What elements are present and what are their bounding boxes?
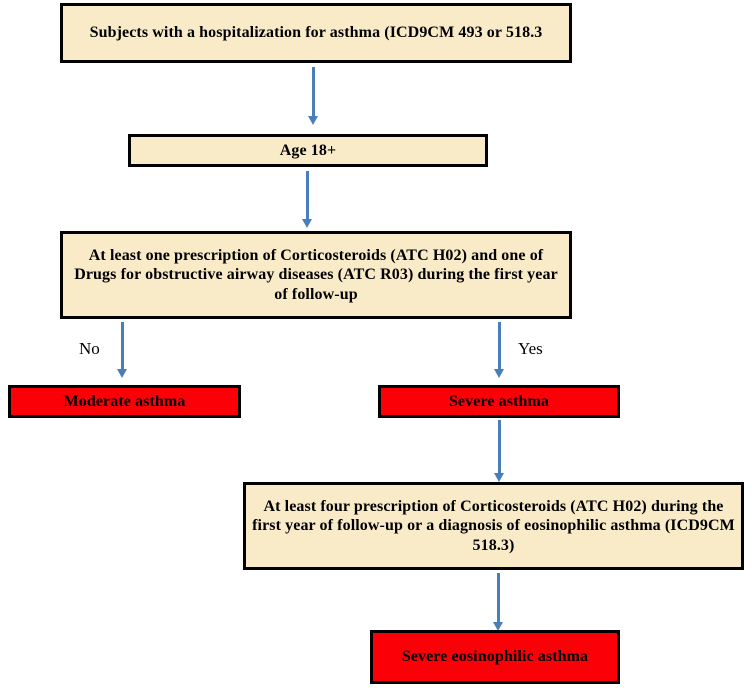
node-severe-asthma-label: Severe asthma xyxy=(448,392,550,410)
arrow-head-icon xyxy=(494,369,504,378)
arrow-stem xyxy=(306,171,309,219)
arrow-cohort-to-age xyxy=(308,67,318,125)
node-rx-criteria-label: At least one prescription of Corticoster… xyxy=(74,246,558,303)
arrow-head-icon xyxy=(308,116,318,125)
edge-label-no: No xyxy=(79,339,100,358)
arrow-rx-to-severe xyxy=(494,322,504,379)
node-age: Age 18+ xyxy=(128,134,488,167)
arrow-head-icon xyxy=(302,219,312,228)
node-severe-eosinophilic-asthma: Severe eosinophilic asthma xyxy=(370,630,620,684)
node-rx-criteria: At least one prescription of Corticoster… xyxy=(60,231,572,319)
arrow-stem xyxy=(498,322,501,369)
node-moderate-asthma-label: Moderate asthma xyxy=(63,392,186,410)
node-severe-eosinophilic-asthma-label: Severe eosinophilic asthma xyxy=(401,648,589,666)
arrow-stem xyxy=(312,67,315,116)
node-severe-asthma: Severe asthma xyxy=(378,385,620,418)
arrow-age-to-rx xyxy=(302,171,312,228)
arrow-head-icon xyxy=(494,473,504,482)
arrow-stem xyxy=(498,420,501,473)
node-eos-criteria-label: At least four prescription of Corticoste… xyxy=(252,497,735,554)
node-eos-criteria: At least four prescription of Corticoste… xyxy=(243,482,744,570)
arrow-stem xyxy=(121,322,124,369)
arrow-rx-to-moderate xyxy=(117,322,127,379)
arrow-severe-to-eos-criteria xyxy=(494,420,504,482)
arrow-eos-criteria-to-severe-eos xyxy=(493,573,503,631)
edge-label-yes: Yes xyxy=(518,339,543,358)
node-moderate-asthma: Moderate asthma xyxy=(8,385,241,418)
node-cohort-label: Subjects with a hospitalization for asth… xyxy=(89,24,543,42)
arrow-stem xyxy=(497,573,500,622)
arrow-head-icon xyxy=(493,622,503,631)
node-age-label: Age 18+ xyxy=(279,141,337,159)
node-cohort: Subjects with a hospitalization for asth… xyxy=(60,3,572,63)
arrow-head-icon xyxy=(117,369,127,378)
